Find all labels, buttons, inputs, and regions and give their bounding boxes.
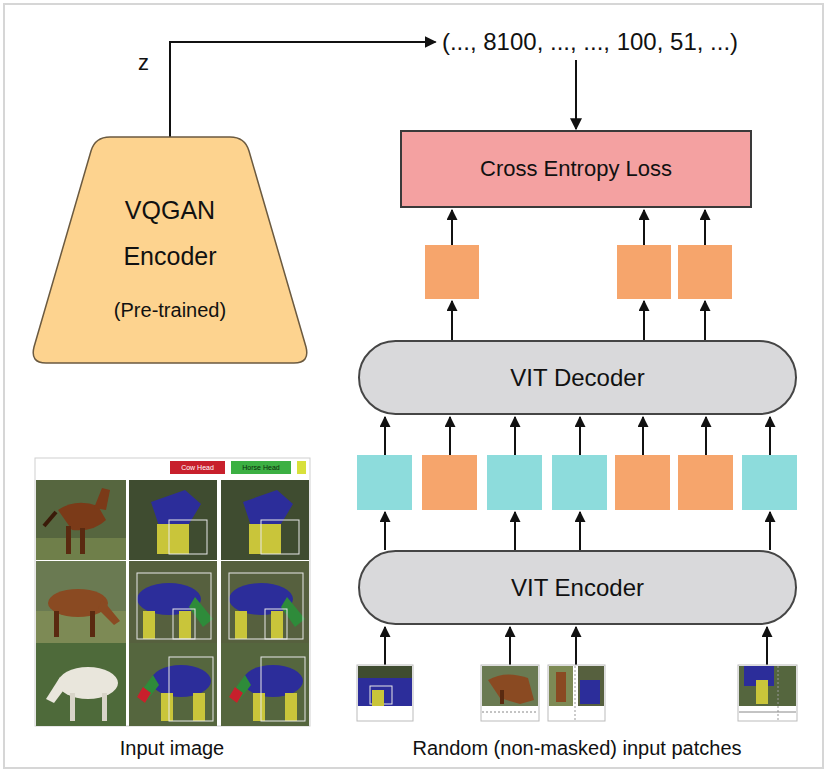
node-text-stack: VIT Encoder bbox=[511, 574, 644, 602]
node-text-stack: VQGAN Encoder (Pre-trained) bbox=[95, 178, 245, 322]
edge-label: z bbox=[136, 50, 151, 76]
legend-swatch: Horse Head bbox=[231, 461, 291, 474]
flow-arrow bbox=[575, 60, 577, 129]
node-text-stack: (..., 8100, ..., ..., 100, 51, ...) bbox=[442, 28, 738, 56]
node-title: VQGAN Encoder bbox=[95, 187, 245, 279]
token-sequence: (..., 8100, ..., ..., 100, 51, ...) bbox=[438, 24, 743, 60]
decoder-block: VIT Decoder bbox=[358, 340, 797, 415]
node-text-stack: Cross Entropy Loss bbox=[480, 156, 672, 182]
node-subtitle: (Pre-trained) bbox=[114, 298, 226, 322]
encoder-trapezoid: VQGAN Encoder (Pre-trained) bbox=[30, 135, 310, 365]
trapezoid-shape bbox=[33, 137, 307, 363]
node-title: VIT Encoder bbox=[511, 574, 644, 602]
node-title: VIT Decoder bbox=[510, 364, 644, 392]
node-text-stack: VIT Decoder bbox=[510, 364, 644, 392]
loss-box: Cross Entropy Loss bbox=[400, 130, 752, 208]
node-title: (..., 8100, ..., ..., 100, 51, ...) bbox=[442, 28, 738, 56]
legend-swatch: Cow Head bbox=[170, 461, 225, 474]
legend-text: Horse Head bbox=[240, 464, 281, 472]
node-title: Cross Entropy Loss bbox=[480, 156, 672, 182]
encoder-block: VIT Encoder bbox=[358, 550, 797, 625]
flow-arrow bbox=[170, 42, 436, 137]
caption-label: Random (non-masked) input patches bbox=[412, 737, 741, 760]
caption-label: Input image bbox=[120, 737, 225, 760]
legend-text: Cow Head bbox=[179, 464, 216, 472]
